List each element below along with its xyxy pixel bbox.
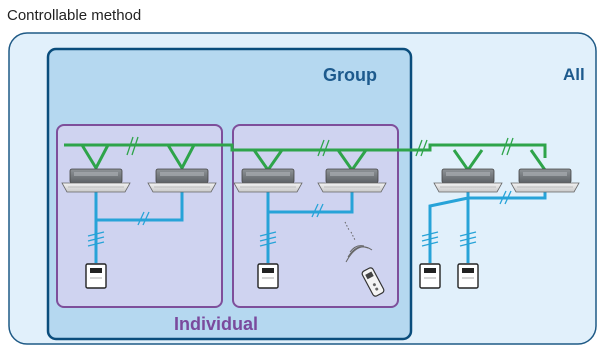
wired-controller-icon [457, 263, 479, 289]
line-break-marks [126, 136, 514, 157]
indoor-unit-icon [433, 168, 503, 193]
wireless-signal-icon [344, 221, 373, 263]
diagram-title: Controllable method [7, 7, 142, 24]
individual-label: Individual [174, 314, 258, 334]
wired-controller-icon [257, 263, 279, 289]
wire-break-marks [87, 190, 512, 247]
group-label: Group [323, 65, 377, 85]
indoor-unit-icon [61, 168, 131, 193]
indoor-unit-icon [147, 168, 217, 193]
indoor-unit-icon [510, 168, 580, 193]
wired-controller-icon [85, 263, 107, 289]
all-label: All [563, 65, 585, 84]
indoor-unit-icon [233, 168, 303, 193]
wired-controller-icon [419, 263, 441, 289]
individual-area-1 [56, 124, 223, 308]
indoor-unit-icon [317, 168, 387, 193]
